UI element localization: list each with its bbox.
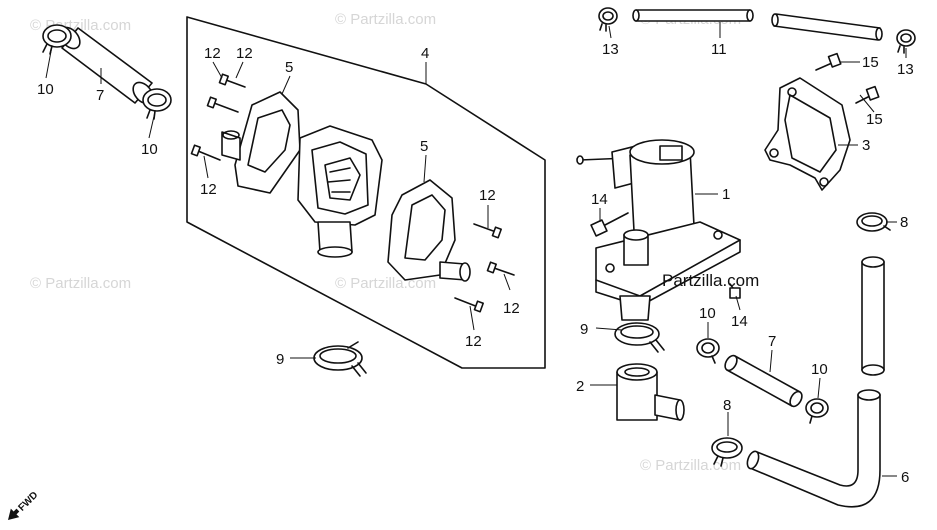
brand-label: Partzilla.com <box>662 271 759 290</box>
hose-part-6-straight <box>861 256 885 376</box>
callout-8-lower: 8 <box>723 397 731 414</box>
callout-13-right: 13 <box>897 61 914 78</box>
clamp-part-9-right <box>614 322 665 353</box>
valve-body <box>297 125 383 258</box>
callout-1: 1 <box>722 186 730 203</box>
hose-part-7-right <box>724 354 803 408</box>
callout-3: 3 <box>862 137 870 154</box>
screw-part-14-lower <box>729 283 741 299</box>
callout-13-left: 13 <box>602 41 619 58</box>
callout-14-lower: 14 <box>731 313 748 330</box>
bracket-part-5-upper <box>221 91 301 194</box>
callout-6: 6 <box>901 469 909 486</box>
callout-10-right-lower: 10 <box>811 361 828 378</box>
screw-part-12-a <box>218 73 246 88</box>
clamp-part-10-upper-left <box>42 24 72 55</box>
callout-15-b: 15 <box>866 111 883 128</box>
callout-4: 4 <box>421 45 429 62</box>
fwd-label: FWD <box>16 490 40 514</box>
bracket-part-3 <box>764 77 851 191</box>
clamp-part-8-lower <box>711 437 743 467</box>
screw-part-15-b <box>855 85 880 104</box>
callout-5-lower: 5 <box>420 138 428 155</box>
callout-12-f: 12 <box>465 333 482 350</box>
clamp-part-13-right <box>896 29 916 54</box>
callout-7-left: 7 <box>96 87 104 104</box>
screw-part-12-e <box>486 261 515 276</box>
clamp-part-10-right-lower <box>805 398 829 424</box>
clamp-part-13-left <box>598 7 618 32</box>
cover-part-5-lower <box>387 179 471 282</box>
callout-12-c: 12 <box>200 181 217 198</box>
screw-part-12-c <box>190 144 221 161</box>
screw-part-12-f <box>454 297 484 313</box>
callout-10-lower-left: 10 <box>141 141 158 158</box>
callout-11: 11 <box>711 41 727 58</box>
callout-12-b: 12 <box>236 45 253 62</box>
callout-15-a: 15 <box>862 54 879 71</box>
clamp-part-10-lower-left <box>142 88 172 120</box>
callout-9-right: 9 <box>580 321 588 338</box>
callout-7-right: 7 <box>768 333 776 350</box>
screw-part-14-upper <box>590 212 629 237</box>
screw-part-15-a <box>815 52 842 71</box>
watermark-2: © Partzilla.com <box>335 11 436 28</box>
leader-lines <box>45 22 907 477</box>
fwd-arrow-icon <box>8 508 20 520</box>
joint-part-2 <box>616 363 685 421</box>
clamp-part-9-left <box>313 341 367 377</box>
callout-8-right: 8 <box>900 214 908 231</box>
clamp-part-8-right <box>856 212 891 232</box>
callout-12-a: 12 <box>204 45 221 62</box>
watermark-4: © Partzilla.com <box>30 275 131 292</box>
callout-12-e: 12 <box>503 300 520 317</box>
fwd-indicator: FWD <box>8 490 40 520</box>
callout-10-upper-left: 10 <box>37 81 54 98</box>
callout-5-upper: 5 <box>285 59 293 76</box>
screw-part-12-d <box>473 223 502 239</box>
callout-labels: 10 7 10 12 12 5 4 12 5 12 12 12 9 13 11 … <box>37 41 914 486</box>
clamp-part-10-right-upper <box>696 338 720 364</box>
callout-2: 2 <box>576 378 584 395</box>
callout-9-left: 9 <box>276 351 284 368</box>
hose-part-6-bent <box>746 389 881 508</box>
main-body-part-1 <box>576 139 741 321</box>
watermark-6: © Partzilla.com <box>640 457 741 474</box>
screw-part-12-b <box>206 96 239 113</box>
hose-part-11 <box>632 9 883 41</box>
callout-12-d: 12 <box>479 187 496 204</box>
callout-10-right-upper: 10 <box>699 305 716 322</box>
callout-14-upper: 14 <box>591 191 608 208</box>
